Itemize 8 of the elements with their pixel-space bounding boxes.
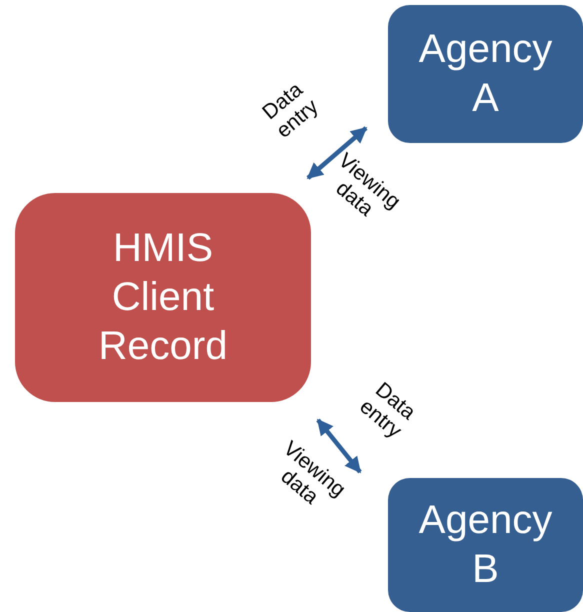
node-label: Agency B — [418, 497, 554, 593]
node-label: HMIS Client Record — [98, 225, 228, 370]
rounded-box — [15, 193, 311, 402]
double-arrow — [306, 126, 368, 180]
double-arrow — [316, 418, 362, 474]
rounded-box — [388, 5, 583, 143]
rounded-box — [388, 478, 583, 612]
node-label: Agency A — [418, 26, 554, 122]
